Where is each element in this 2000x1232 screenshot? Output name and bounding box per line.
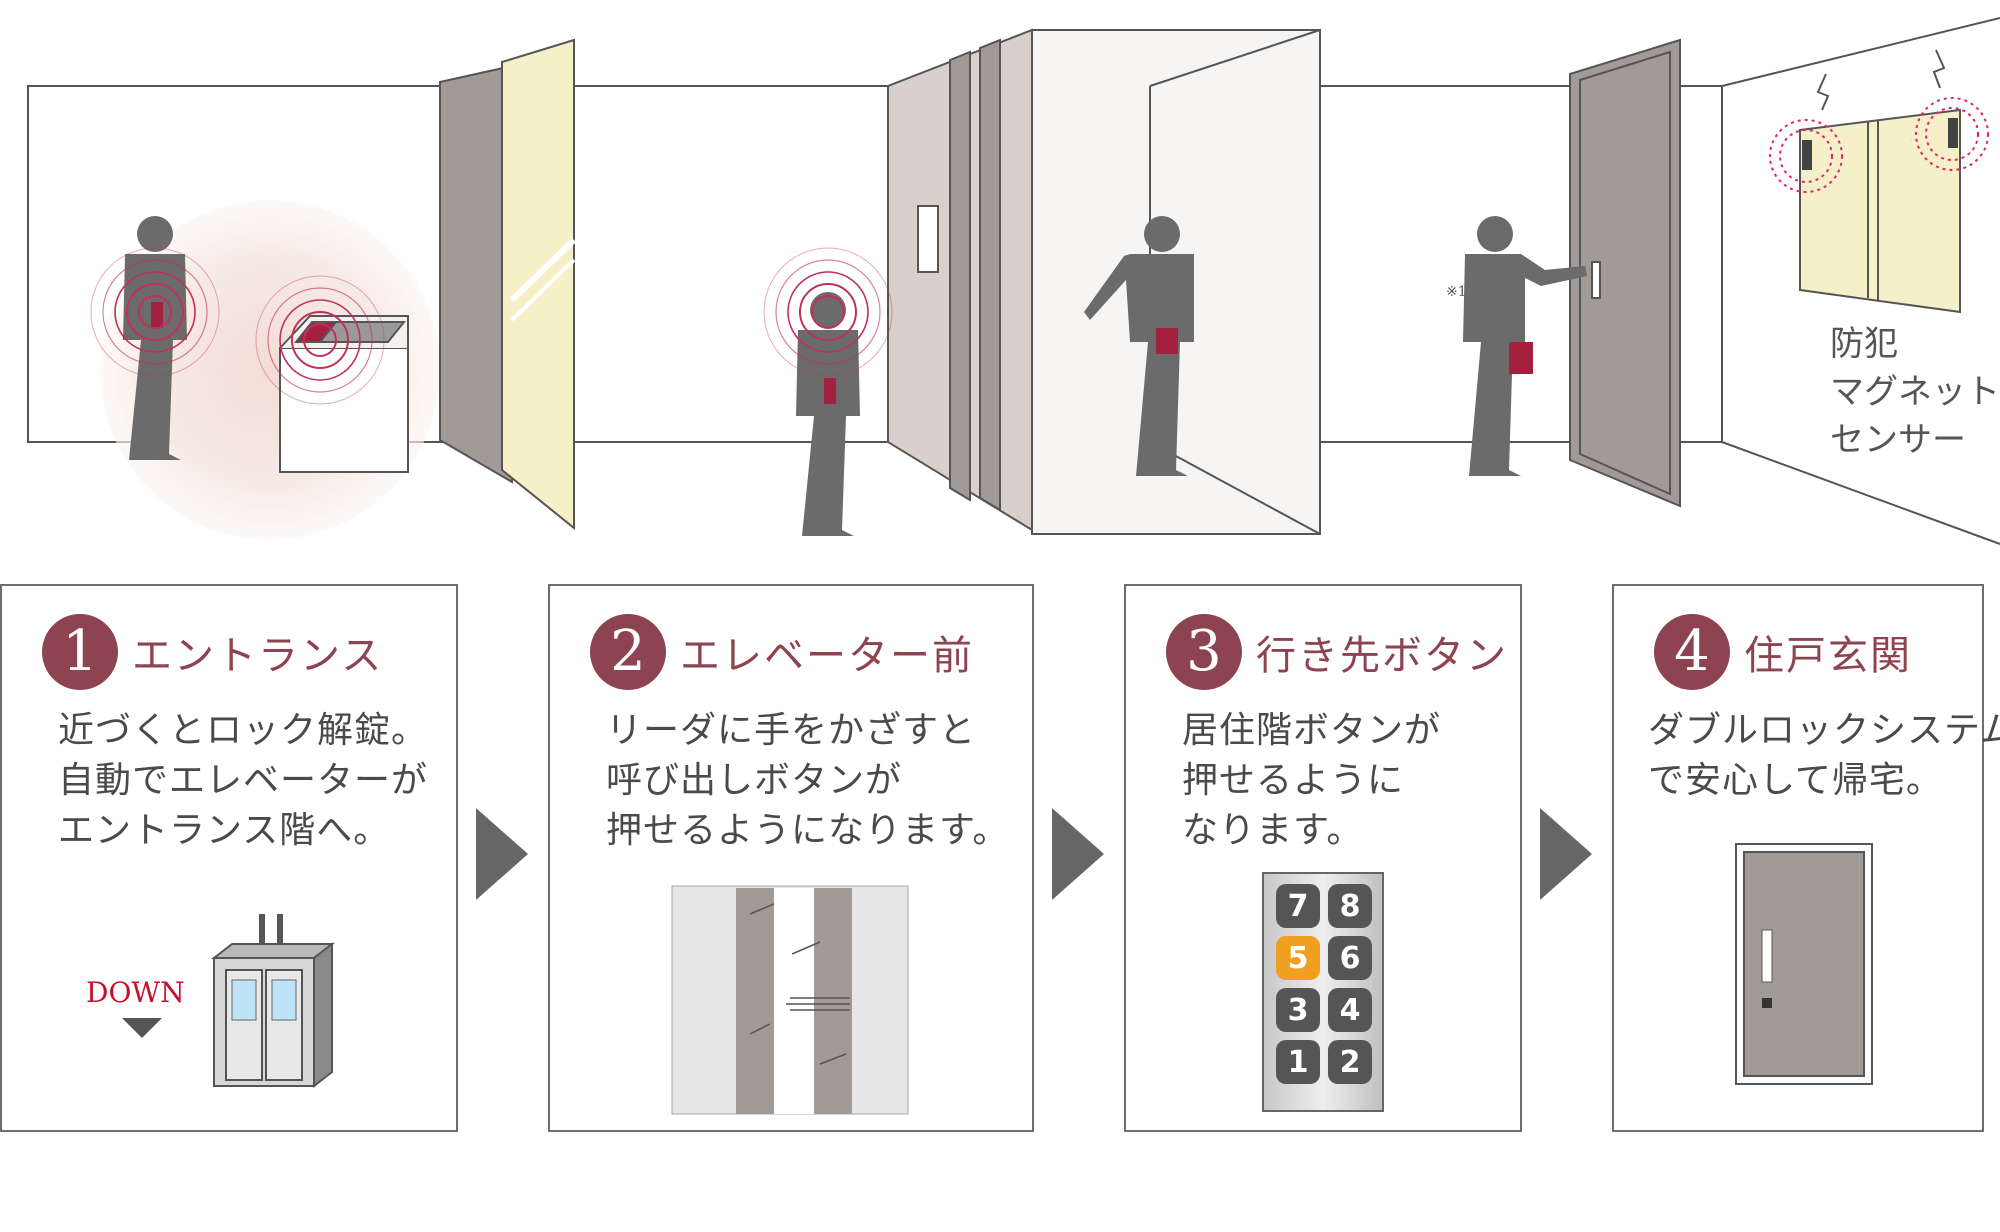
floor-button-label: 3 [1287, 992, 1309, 1028]
person-unit-door [1463, 216, 1587, 476]
step-description: リーダに手をかざすと 呼び出しボタンが 押せるようになります。 [606, 706, 1009, 856]
step-card-unit-entrance: 4 住戸玄関 ダブルロックシステム で安心して帰宅。 [1612, 584, 2000, 1132]
step-arrow-3 [1540, 808, 1592, 900]
description-line: リーダに手をかざすと [606, 710, 977, 751]
magnet-sensor-left [1769, 73, 1843, 193]
window-wall [1721, 17, 2000, 545]
elevator-door-illustration [671, 885, 909, 1115]
floor-button-label: 7 [1287, 888, 1309, 924]
step-card-entrance: 1 エントランス 近づくとロック解錠。 自動でエレベーターが エントランス階へ。… [0, 584, 458, 1132]
step-number: 1 [42, 614, 118, 690]
unit-front-door [1569, 38, 1681, 508]
sensor-label: 防犯 マグネット センサー [1830, 320, 2000, 464]
down-label: DOWN [86, 976, 185, 1009]
description-line: 居住階ボタンが [1182, 710, 1442, 751]
floor-button-3[interactable]: 3 [1276, 988, 1320, 1032]
magnet-sensor-right [1915, 49, 1989, 171]
floor-button-5[interactable]: 5 [1276, 936, 1320, 980]
unit-door-illustration [1735, 843, 1873, 1085]
step-header: 1 エントランス [42, 612, 383, 692]
step-title: エレベーター前 [680, 633, 974, 679]
step-description: 居住階ボタンが 押せるように なります。 [1182, 706, 1441, 856]
floor-button-label: 1 [1287, 1044, 1309, 1080]
step-title: 住戸玄関 [1744, 633, 1912, 679]
sensor-label-line: センサー [1830, 420, 1966, 460]
floor-button-4[interactable]: 4 [1328, 988, 1372, 1032]
step-title: 行き先ボタン [1256, 633, 1508, 679]
elevator-down-illustration [122, 914, 335, 1089]
step-card-elevator-hall: 2 エレベーター前 リーダに手をかざすと 呼び出しボタンが 押せるようになります… [548, 584, 1034, 1132]
description-line: 押せるようになります。 [606, 810, 1010, 851]
description-line: 呼び出しボタンが [606, 760, 903, 801]
floor-button-label: 6 [1339, 940, 1361, 976]
elevator-hall-wall [887, 28, 1033, 532]
description-line: 押せるように [1182, 760, 1405, 801]
floor-button-label: 4 [1339, 992, 1361, 1028]
entrance-reader-stand [279, 315, 409, 473]
floor-button-8[interactable]: 8 [1328, 884, 1372, 928]
floor-button-label: 5 [1287, 940, 1309, 976]
floor-button-7[interactable]: 7 [1276, 884, 1320, 928]
description-line: なります。 [1182, 810, 1364, 851]
person-elevator-hall [796, 292, 860, 536]
description-line: エントランス階へ。 [58, 810, 391, 851]
floor-button-label: 8 [1339, 888, 1361, 924]
step-number: 3 [1166, 614, 1242, 690]
description-line: 近づくとロック解錠。 [58, 710, 429, 751]
floor-button-2[interactable]: 2 [1328, 1040, 1372, 1084]
step-number: 2 [590, 614, 666, 690]
person-elevator-inside [1084, 216, 1194, 476]
footnote-mark: ※1 [1446, 284, 1467, 300]
step-title: エントランス [132, 633, 384, 679]
down-arrow-icon [122, 1018, 162, 1038]
step-arrow-2 [1052, 808, 1104, 900]
person-entrance [123, 216, 187, 460]
security-flow-scene: ※1 [27, 17, 2000, 545]
sensor-label-line: 防犯 [1830, 324, 1898, 364]
step-header: 3 行き先ボタン [1166, 612, 1508, 692]
description-line: ダブルロックシステム [1648, 710, 2000, 751]
step-arrow-1 [476, 808, 528, 900]
step-header: 2 エレベーター前 [590, 612, 974, 692]
description-line: で安心して帰宅。 [1648, 760, 1943, 801]
step-number: 4 [1654, 614, 1730, 690]
description-line: 自動でエレベーターが [58, 760, 429, 801]
sensor-label-line: マグネット [1830, 372, 2000, 412]
floor-button-6[interactable]: 6 [1328, 936, 1372, 980]
entrance-auto-door [439, 38, 577, 531]
wall-outline [27, 85, 1723, 443]
step-description: ダブルロックシステム で安心して帰宅。 [1648, 706, 2000, 806]
floor-button-label: 2 [1339, 1044, 1361, 1080]
floor-button-1[interactable]: 1 [1276, 1040, 1320, 1084]
step-description: 近づくとロック解錠。 自動でエレベーターが エントランス階へ。 [58, 706, 428, 856]
step-header: 4 住戸玄関 [1654, 612, 1912, 692]
